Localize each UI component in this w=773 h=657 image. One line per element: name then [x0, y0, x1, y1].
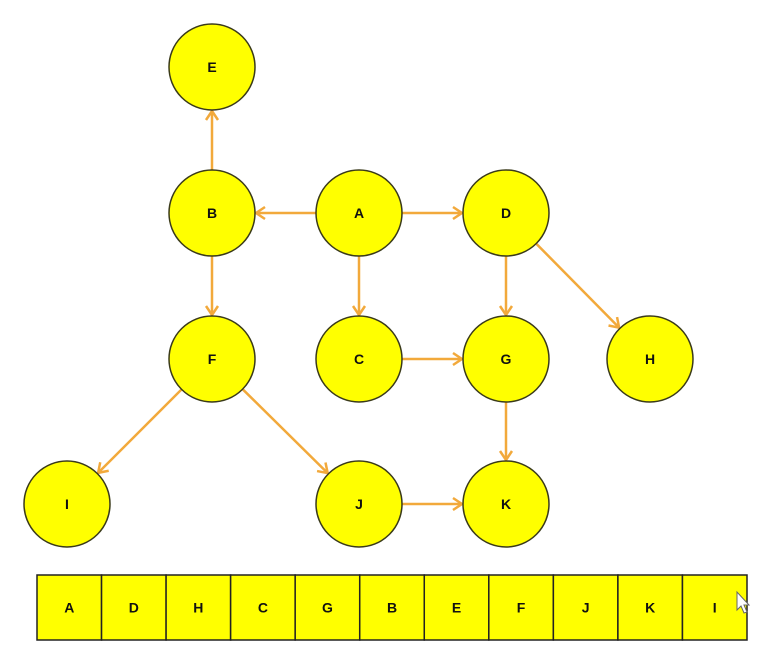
node-F: F [168, 315, 256, 403]
order-cell-label: H [193, 600, 203, 616]
node-A: A [315, 169, 403, 257]
edge-B-F [204, 256, 220, 318]
edge-F-J [241, 388, 330, 475]
order-cell: G [294, 574, 361, 641]
order-cell-label: F [517, 600, 526, 616]
order-cell: B [358, 574, 426, 641]
arrowhead-icon [498, 305, 514, 318]
node-label: D [501, 205, 511, 221]
edge-B-E [204, 108, 220, 170]
order-cell-label: E [452, 600, 461, 616]
node-label: K [501, 496, 511, 512]
node-label: A [354, 205, 364, 221]
edge-A-D [402, 205, 465, 221]
node-D: D [462, 169, 550, 257]
order-cell-label: B [387, 600, 397, 616]
node-label: I [65, 496, 69, 512]
order-cell: J [552, 574, 619, 641]
edge-D-G [498, 256, 514, 318]
node-label: C [354, 351, 364, 367]
node-H: H [606, 315, 694, 403]
edge-C-G [402, 351, 465, 367]
arrowhead-icon [498, 450, 514, 463]
order-cell-label: A [64, 600, 74, 616]
arrowhead-icon [316, 462, 330, 475]
arrowhead-icon [452, 205, 465, 221]
order-cell: H [165, 574, 232, 641]
node-label: J [355, 496, 363, 512]
node-label: B [207, 205, 217, 221]
edge-F-I [96, 388, 183, 475]
node-K: K [462, 460, 550, 548]
order-cell: D [100, 574, 167, 641]
node-J: J [315, 460, 403, 548]
arrowhead-icon [452, 351, 465, 367]
order-cell: C [229, 574, 296, 641]
node-I: I [23, 460, 111, 548]
edge-A-C [351, 256, 367, 318]
order-cell: K [617, 574, 684, 641]
arrowhead-icon [204, 305, 220, 318]
node-E: E [168, 23, 256, 111]
mouse-cursor-icon [736, 590, 751, 614]
edge-A-B [253, 205, 316, 221]
arrowhead-icon [351, 305, 367, 318]
arrowhead-icon [96, 462, 109, 475]
edge-D-H [535, 242, 621, 330]
arrowhead-icon [608, 316, 621, 330]
order-cell: A [36, 574, 103, 641]
order-cell: E [423, 574, 490, 641]
node-C: C [315, 315, 403, 403]
order-cell-label: I [713, 600, 717, 616]
edge-G-K [498, 402, 514, 463]
node-B: B [168, 169, 256, 257]
node-label: F [208, 351, 217, 367]
arrowhead-icon [452, 496, 465, 512]
order-cell-label: K [645, 600, 655, 616]
node-label: E [207, 59, 216, 75]
order-cell: F [488, 574, 555, 641]
edge-J-K [402, 496, 465, 512]
order-cell: I [681, 574, 748, 641]
arrowhead-icon [253, 205, 266, 221]
node-label: H [645, 351, 655, 367]
order-cell-label: J [582, 600, 590, 616]
node-label: G [501, 351, 512, 367]
node-G: G [462, 315, 550, 403]
order-cell-label: G [322, 600, 333, 616]
arrowhead-icon [204, 108, 220, 121]
order-cell-label: D [129, 600, 139, 616]
order-cell-label: C [258, 600, 268, 616]
